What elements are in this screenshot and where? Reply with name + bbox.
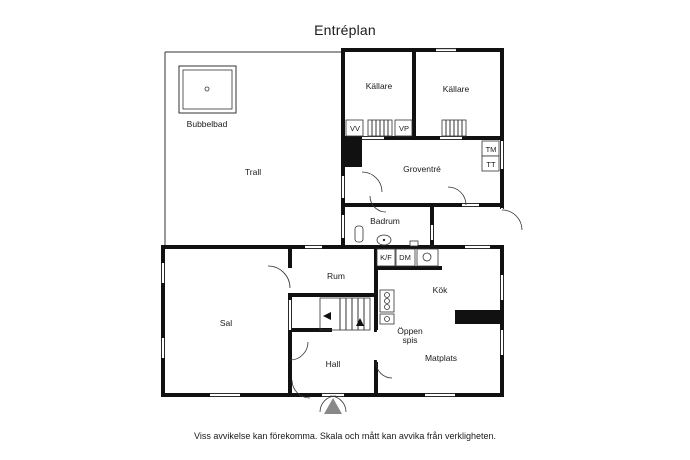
- fixture-label-vv: VV: [350, 124, 360, 133]
- upper-block-walls: [341, 48, 504, 249]
- utility-block: [344, 139, 362, 167]
- room-label-matplats: Matplats: [425, 353, 457, 363]
- room-label-kallare-2: Källare: [443, 84, 470, 94]
- fireplace-block: [455, 310, 500, 324]
- main-house-walls: [161, 245, 504, 397]
- fixture-label-tm: TM: [486, 145, 497, 154]
- fixture-label-vp: VP: [399, 124, 409, 133]
- room-label-sal: Sal: [220, 318, 232, 328]
- room-label-kok: Kök: [433, 285, 448, 295]
- staircase-icon: [319, 119, 467, 331]
- room-label-rum: Rum: [327, 271, 345, 281]
- page-title: Entréplan: [314, 22, 376, 38]
- room-label-groventre: Groventré: [403, 164, 441, 174]
- fixture-boxes: [345, 119, 500, 267]
- fixture-label-kf: K/F: [380, 253, 392, 262]
- hot-tub-icon: [178, 65, 237, 114]
- entrance-arrow-icon: [324, 398, 342, 414]
- room-label-oppen-spis-1: Öppen: [397, 326, 423, 336]
- room-label-badrum: Badrum: [370, 216, 400, 226]
- room-label-hall: Hall: [326, 359, 341, 369]
- fixture-label-tt: TT: [486, 160, 496, 169]
- bathroom-fixtures: [354, 225, 419, 247]
- room-label-bubbelbad: Bubbelbad: [187, 119, 228, 129]
- disclaimer-text: Viss avvikelse kan förekomma. Skala och …: [194, 431, 496, 441]
- windows: [161, 48, 504, 397]
- sink-icon: [379, 313, 395, 325]
- stove-icon: [379, 289, 395, 313]
- terrace-outline: [164, 51, 343, 248]
- fixture-label-dm: DM: [399, 253, 411, 262]
- room-label-kallare-1: Källare: [366, 81, 393, 91]
- room-label-trall: Trall: [245, 167, 261, 177]
- doors: [267, 136, 523, 413]
- room-label-oppen-spis-2: spis: [402, 335, 417, 345]
